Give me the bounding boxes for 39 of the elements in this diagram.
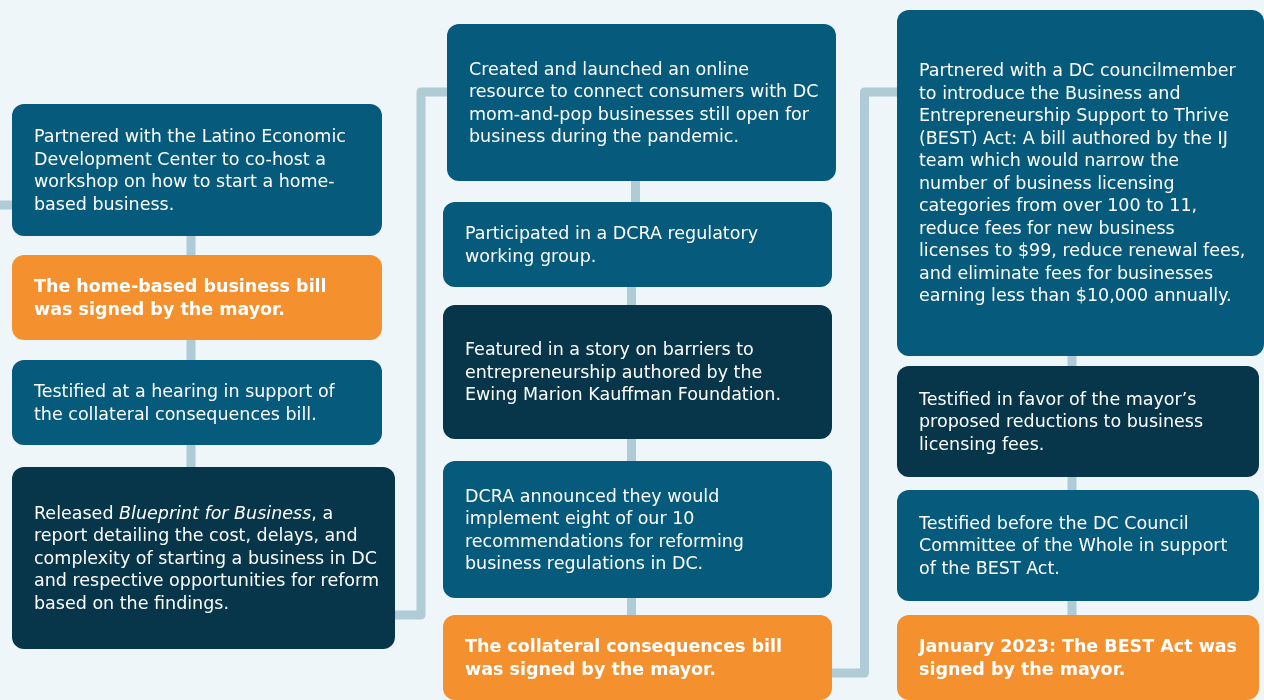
- milestone-box: [897, 490, 1259, 601]
- milestone-text: January 2023: The BEST Act was signed by the mayor.: [919, 635, 1239, 680]
- milestone-text: Partnered with the Latino Economic Development Center to co-host a workshop on how to start a home-based business.: [34, 125, 347, 215]
- milestone-text: Featured in a story on barriers to entrepreneurship authored by the Ewing Marion Kauffman Foundation.: [465, 338, 782, 406]
- milestone-text: The collateral consequences bill was signed by the mayor.: [465, 635, 784, 680]
- connector-line: [0, 200, 12, 210]
- milestone-box: [447, 24, 836, 181]
- milestone-box: [12, 104, 382, 236]
- milestone-text: Testified before the DC Council Committee of the Whole in support of the BEST Act.: [919, 511, 1229, 580]
- connector-line: [627, 598, 636, 615]
- milestone-box: [443, 305, 832, 439]
- highlight-box: [443, 615, 832, 700]
- milestone-text: Partnered with a DC councilmember to introduce the Business and Entrepreneurship Support to Thrive (BEST) Act: A bill authored by the IJ team which would narrow the number of business licensing categories from over 100 to 11, reduce fees for new business licenses to $99, reduce renewal fees, and eliminate fees for businesses earning less than $10,000 annually.: [919, 59, 1247, 307]
- milestone-text: Testified at a hearing in support of the collateral consequences bill.: [34, 380, 336, 425]
- highlight-box: [12, 255, 382, 340]
- connector-line: [1067, 477, 1077, 490]
- connector-line: [395, 87, 447, 620]
- milestone-box: [443, 202, 832, 287]
- connector-line: [1067, 601, 1077, 615]
- milestone-box: [12, 360, 382, 445]
- milestone-text: Participated in a DCRA regulatory working group.: [465, 222, 759, 267]
- connector-line: [1067, 356, 1077, 366]
- connector-line: [631, 181, 640, 202]
- milestone-text: Testified in favor of the mayor’s proposed reductions to business licensing fees.: [919, 387, 1204, 456]
- milestone-text: Released Blueprint for Business, a report detailing the cost, delays, and complexity of starting a business in DC and respective opportunities for reform based on the findings.: [34, 501, 380, 615]
- connector-line: [627, 439, 636, 461]
- milestone-text: The home-based business bill was signed by the mayor.: [34, 275, 328, 320]
- connector-line: [186, 340, 196, 360]
- milestone-box: [897, 10, 1264, 356]
- connector-line: [186, 445, 196, 467]
- connector-line: [627, 287, 636, 305]
- milestone-box: [443, 461, 832, 598]
- connector-line: [186, 236, 196, 255]
- connector-line: [832, 87, 897, 678]
- milestone-text: DCRA announced they would implement eight of our 10 recommendations for reforming business regulations in DC.: [465, 484, 745, 575]
- milestone-text: Created and launched an online resource to connect consumers with DC mom-and-pop businesses still open for business during the pandemic.: [469, 57, 820, 148]
- milestone-box: [12, 467, 395, 649]
- milestone-box: [897, 366, 1259, 477]
- highlight-box: [897, 615, 1259, 700]
